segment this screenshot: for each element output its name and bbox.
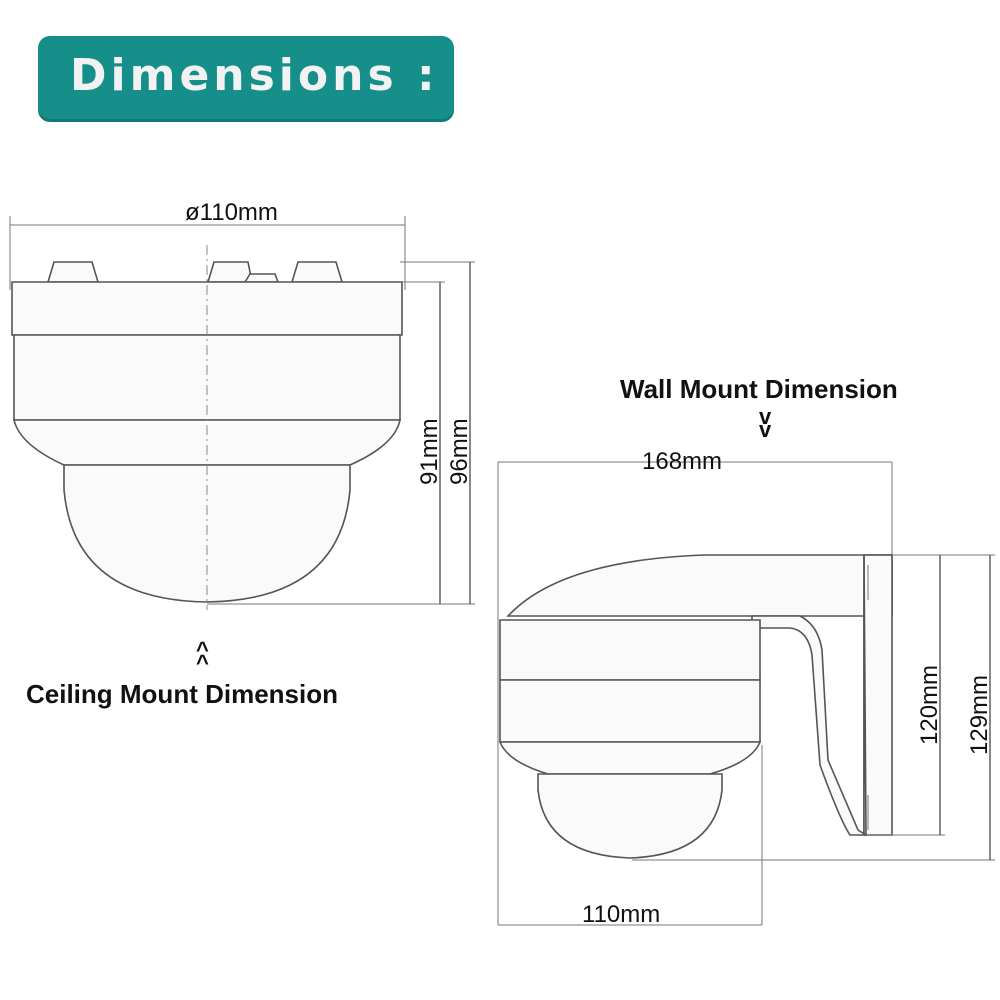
ceiling-tab-mid xyxy=(206,261,253,283)
ceiling-diameter-label: ø110mm xyxy=(185,199,278,226)
ceiling-height-inner-label: 91mm xyxy=(416,418,443,485)
dimensions-header-badge: Dimensions : xyxy=(38,36,454,122)
ceiling-tab-small xyxy=(243,273,280,283)
ceiling-caption-arrow-2: ^ xyxy=(196,650,209,675)
wall-height-inner-label: 120mm xyxy=(916,665,943,745)
wall-bracket-top xyxy=(506,554,893,617)
wall-dome xyxy=(537,773,723,859)
ceiling-mount-drawing: ø110mm 91mm 96mm ^ ^ Ceiling Mount Dimen… xyxy=(9,199,475,709)
ceiling-caption: Ceiling Mount Dimension xyxy=(26,679,338,709)
wall-housing-skirt xyxy=(498,741,762,775)
wall-caption-arrow-1: v xyxy=(759,404,772,429)
wall-caption-arrow-2: v xyxy=(759,417,772,442)
wall-caption: Wall Mount Dimension xyxy=(620,374,898,404)
ceiling-tab-left xyxy=(46,261,100,283)
wall-bracket-arm xyxy=(751,554,867,837)
wall-housing-band xyxy=(499,679,761,743)
wall-width-label: 110mm xyxy=(582,901,660,928)
ceiling-tab-right xyxy=(290,261,344,283)
wall-housing-top xyxy=(499,619,761,681)
wall-length-label: 168mm xyxy=(642,448,722,475)
ceiling-caption-arrow-1: ^ xyxy=(196,637,209,662)
wall-mount-drawing: Wall Mount Dimension v v 168mm 110mm xyxy=(497,374,995,928)
header-title: Dimensions : xyxy=(70,50,439,101)
ceiling-height-outer-label: 96mm xyxy=(446,418,473,485)
wall-plate xyxy=(863,554,893,836)
wall-height-outer-label: 129mm xyxy=(966,675,993,755)
